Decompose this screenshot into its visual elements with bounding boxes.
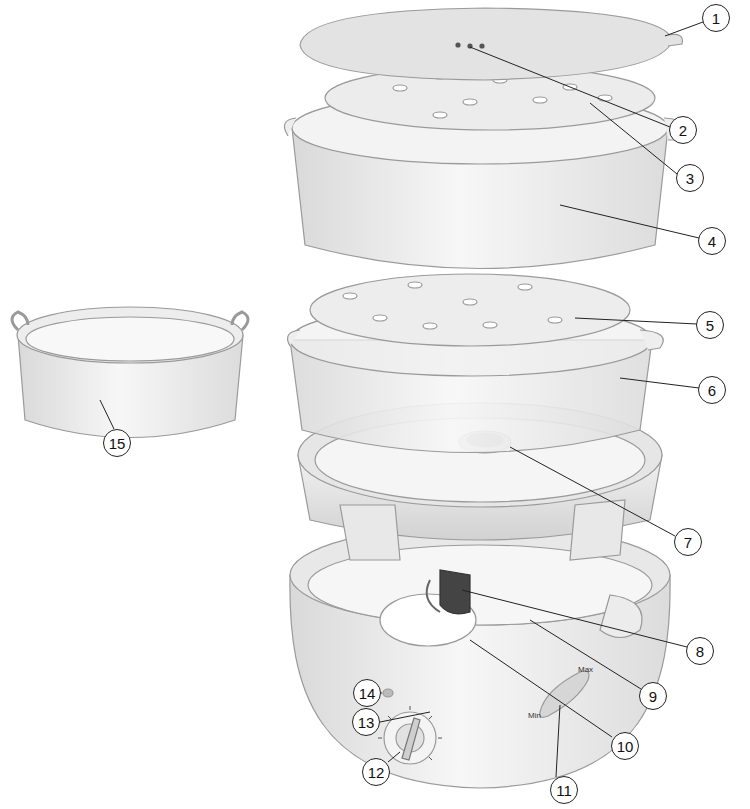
callout-number: 13 <box>358 715 375 730</box>
callout-circle: 5 <box>696 311 724 339</box>
callout-circle: 14 <box>353 679 381 707</box>
callout-circle: 8 <box>686 637 714 665</box>
callout-number: 2 <box>679 123 687 138</box>
callout-circle: 6 <box>698 376 726 404</box>
callout-circle: 10 <box>611 732 639 760</box>
callout-circle: 2 <box>669 116 697 144</box>
callout-number: 5 <box>706 318 714 333</box>
callout-number: 3 <box>686 171 694 186</box>
callout-number: 1 <box>712 11 720 26</box>
callout-circle: 11 <box>550 776 578 804</box>
level-mark: Min <box>528 712 541 720</box>
callout-number: 15 <box>109 436 126 451</box>
callout-number: 6 <box>708 383 716 398</box>
level-mark: Max <box>578 666 593 674</box>
callout-number: 8 <box>696 644 704 659</box>
callout-circle: 3 <box>676 164 704 192</box>
callout-circle: 15 <box>103 429 131 457</box>
callout-number: 9 <box>649 689 657 704</box>
callout-circle: 9 <box>639 682 667 710</box>
callout-number: 7 <box>684 535 692 550</box>
callout-circle: 1 <box>702 4 730 32</box>
callout-number: 12 <box>368 765 385 780</box>
callout-circle: 12 <box>362 758 390 786</box>
callout-circle: 13 <box>352 708 380 736</box>
callout-number: 4 <box>708 234 716 249</box>
callout-number: 11 <box>556 783 572 798</box>
callout-circle: 4 <box>698 227 726 255</box>
callout-number: 10 <box>617 739 634 754</box>
callout-circle: 7 <box>674 528 702 556</box>
callout-number: 14 <box>359 686 376 701</box>
